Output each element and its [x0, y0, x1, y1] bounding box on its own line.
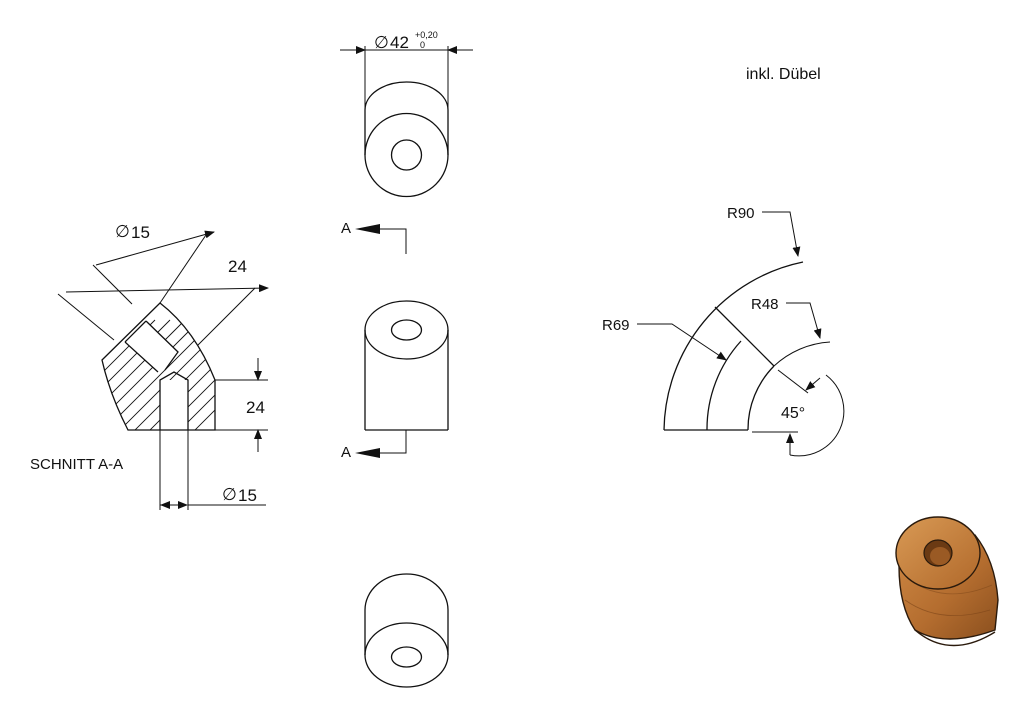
top-view: ∅ 42 +0,20 0	[340, 30, 473, 198]
bottom-view	[364, 573, 449, 688]
side-view: R90 R69 R48 45°	[602, 205, 845, 457]
dim-top-diameter: 42	[390, 33, 409, 52]
section-label: SCHNITT A-A	[30, 456, 123, 473]
section-letter-bottom: A	[341, 444, 351, 461]
dim-diameter-top-symbol: ∅	[115, 222, 130, 241]
dim-length-angled: 24	[228, 257, 247, 276]
section-view: ∅ 15 24 24 ∅ 15 SCHNITT A-A	[30, 222, 269, 510]
dim-tolerance-lower: 0	[420, 40, 425, 50]
dim-top-diameter-symbol: ∅	[374, 33, 389, 52]
section-marker-top: A	[341, 220, 407, 254]
dim-diameter-top: 15	[131, 223, 150, 242]
dim-diameter-bottom-symbol: ∅	[222, 485, 237, 504]
wooden-elbow-render	[895, 516, 999, 647]
front-view	[364, 300, 449, 431]
section-marker-bottom: A	[341, 430, 407, 461]
dim-length-vertical: 24	[246, 398, 265, 417]
section-letter-top: A	[341, 220, 351, 237]
label-r69: R69	[602, 317, 630, 334]
note-text: inkl. Dübel	[746, 66, 821, 83]
dim-tolerance-upper: +0,20	[415, 30, 438, 40]
dim-diameter-bottom: 15	[238, 486, 257, 505]
label-r48: R48	[751, 296, 779, 313]
label-r90: R90	[727, 205, 755, 222]
label-angle: 45°	[781, 405, 805, 422]
